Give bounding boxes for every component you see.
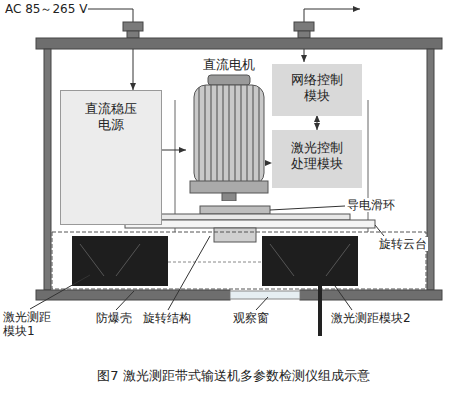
node-text: 直流电机 [203,57,255,73]
laser-module-2-label: 激光测距模块2 [330,311,412,325]
network-module-box: 网络控制 模块 [272,64,362,116]
motor-body [186,73,272,201]
figure-caption: 图7 激光测距带式输送机多参数检测仪组成示意 [0,368,467,384]
window-label: 观察窗 [232,311,270,325]
platform-label: 旋转云台 [378,237,428,251]
laser-module-1-label: 激光测距 模块1 [2,310,56,339]
power-supply-box: 直流稳压 电源 [60,90,162,225]
slip-ring-label: 导电滑环 [346,198,396,212]
node-text: 激光控制 处理模块 [290,140,345,173]
laser-control-box: 激光控制 处理模块 [272,130,362,188]
node-text: 直流稳压 电源 [84,101,139,134]
supply-label: AC 85～265 V [4,2,88,16]
housing-label: 防爆壳 [95,311,133,325]
dc-motor: 直流电机 [186,57,272,213]
signal-connector [317,116,318,130]
signal-connector [162,150,186,151]
rotation-label: 旋转结构 [142,311,192,325]
node-text: 网络控制 模块 [290,72,345,105]
